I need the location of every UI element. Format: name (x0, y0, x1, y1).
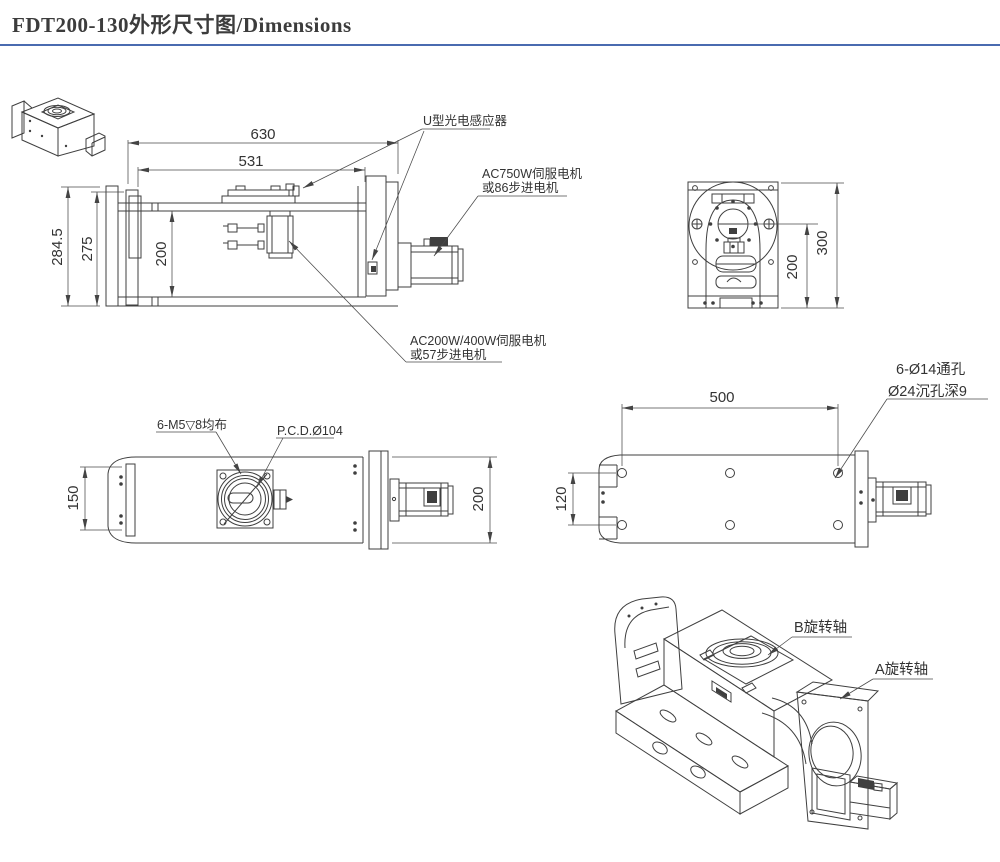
dim-300: 300 (814, 230, 831, 255)
dim-284-5: 284.5 (49, 228, 66, 266)
dim-120: 120 (553, 486, 570, 511)
label-ac200w-line2: 或57步进电机 (410, 348, 487, 362)
label-u-sensor: U型光电感应器 (423, 113, 508, 128)
label-6-d14-line2: Ø24沉孔深9 (888, 383, 967, 400)
bottom-dimensions (568, 398, 988, 526)
plan-view (107, 450, 454, 550)
label-ac200w-line1: AC200W/400W伺服电机 (410, 334, 547, 348)
label-6-m5: 6-M5▽8均布 (157, 418, 227, 432)
label-ac750w-line2: 或86步进电机 (482, 181, 559, 195)
isometric-view (614, 596, 899, 830)
page-header: FDT200-130外形尺寸图/Dimensions (0, 0, 1000, 46)
front-view (105, 175, 464, 307)
dim-500: 500 (709, 389, 734, 406)
side-dimensions (740, 182, 844, 309)
title-rule (0, 44, 1000, 46)
dim-150: 150 (65, 485, 82, 510)
dim-531: 531 (238, 153, 263, 170)
label-pcd: P.C.D.Ø104 (277, 424, 343, 438)
dim-275: 275 (79, 236, 96, 261)
thumbnail-view (11, 97, 106, 157)
dim-200-plan: 200 (470, 486, 487, 511)
label-6-d14-line1: 6-Ø14通孔 (896, 361, 966, 378)
label-ac750w-line1: AC750W伺服电机 (482, 167, 583, 181)
label-a-axis: A旋转轴 (875, 661, 928, 678)
iso-leaders (767, 636, 933, 700)
dim-200-front: 200 (153, 241, 170, 266)
side-view (687, 181, 779, 309)
bottom-view (598, 450, 932, 548)
front-dimensions (61, 128, 567, 363)
dim-630: 630 (250, 126, 275, 143)
dim-200-side: 200 (784, 254, 801, 279)
plan-dimensions (80, 431, 497, 544)
page-title: FDT200-130外形尺寸图/Dimensions (12, 13, 352, 37)
label-b-axis: B旋转轴 (794, 619, 847, 636)
